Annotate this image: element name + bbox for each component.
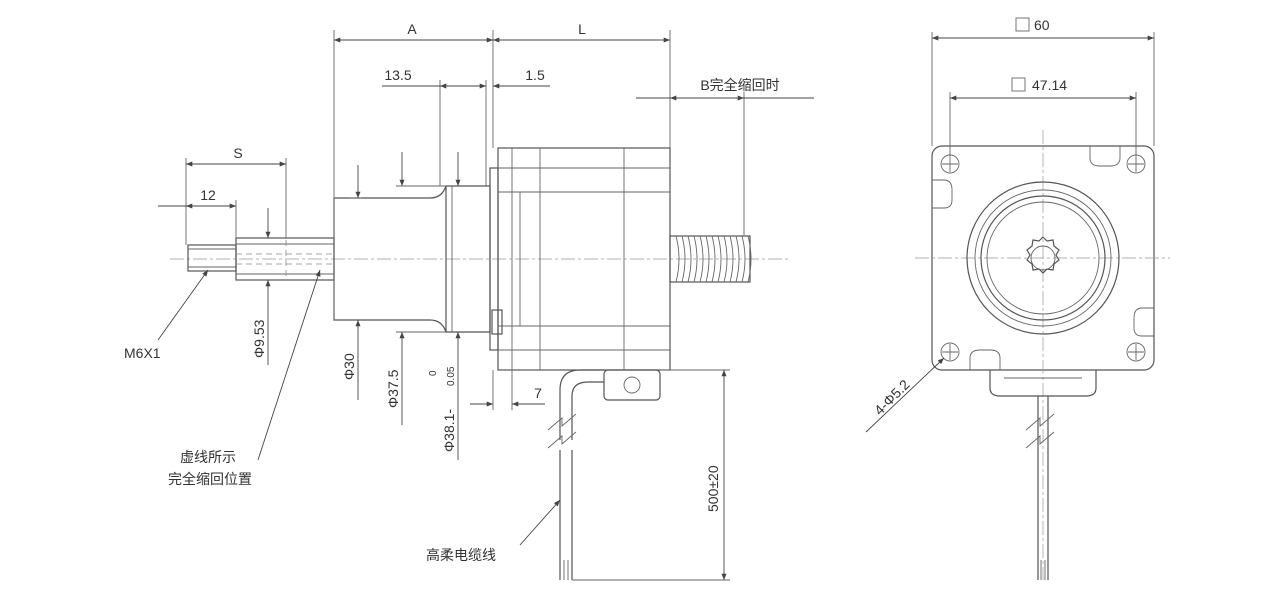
label-sq60: 60: [1034, 17, 1050, 33]
label-tol-upper: 0: [428, 370, 439, 376]
note-dashed-line2: 完全缩回位置: [168, 471, 252, 487]
note-dashed-line1: 虚线所示: [180, 449, 236, 465]
label-cable-length: 500±20: [705, 465, 721, 512]
label-phi38-1: Φ38.1-: [441, 409, 457, 452]
label-13-5: 13.5: [384, 67, 411, 83]
side-dimensions: A L 13.5 1.5 B完全缩回时 S 12 M6X1 Φ9.53: [124, 21, 814, 581]
label-s: S: [233, 145, 242, 161]
cable-bend: [559, 369, 604, 440]
front-view: [915, 130, 1170, 580]
label-sq47: 47.14: [1032, 77, 1067, 93]
label-l: L: [578, 21, 586, 37]
side-view: [170, 147, 790, 580]
connector: [603, 369, 661, 401]
label-phi9-53: Φ9.53: [251, 319, 267, 358]
label-tol-lower: 0.05: [446, 366, 457, 386]
square-symbol-icon: [1011, 77, 1026, 92]
label-12: 12: [200, 187, 216, 203]
square-symbol-icon: [1015, 17, 1030, 32]
mount-hole: [940, 342, 960, 362]
front-connector: [989, 370, 1097, 397]
mount-hole: [1126, 342, 1146, 362]
label-m6x1: M6X1: [124, 345, 161, 361]
label-b: B完全缩回时: [700, 77, 779, 93]
label-a: A: [407, 21, 417, 37]
note-cable: 高柔电缆线: [426, 547, 496, 563]
label-1-5: 1.5: [525, 67, 545, 83]
rear-lead-screw: [669, 235, 752, 283]
spline-shaft: [1026, 236, 1060, 274]
label-7: 7: [534, 385, 542, 401]
label-holes: 4-Φ5.2: [871, 376, 913, 418]
label-phi37-5: Φ37.5: [385, 369, 401, 408]
label-phi30: Φ30: [341, 353, 357, 380]
pilot-outer: [966, 181, 1120, 335]
shaft-center: [1030, 245, 1056, 271]
